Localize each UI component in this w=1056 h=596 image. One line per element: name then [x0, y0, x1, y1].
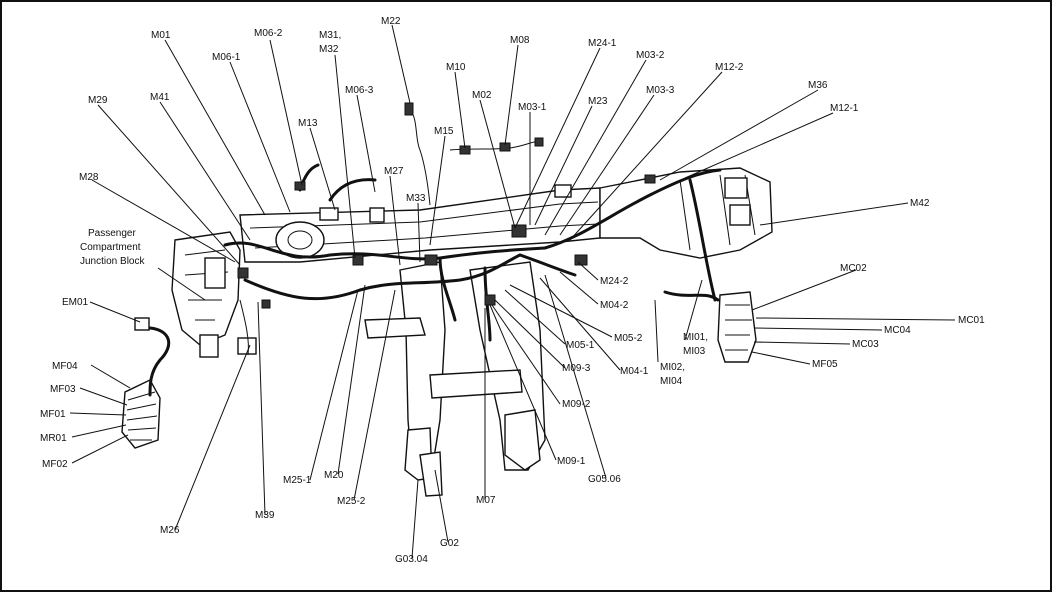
label-pcjb-line2: Compartment	[80, 242, 141, 253]
label-m06-2: M06-2	[254, 28, 283, 39]
label-mr01: MR01	[40, 433, 67, 444]
label-mc04: MC04	[884, 325, 911, 336]
label-mi03: MI03	[683, 346, 706, 357]
label-mi02: MI02,	[660, 362, 685, 373]
leader-lines	[69, 24, 956, 559]
label-mf01: MF01	[40, 409, 66, 420]
label-m42: M42	[910, 198, 930, 209]
label-m23: M23	[588, 96, 608, 107]
label-m24-2: M24-2	[600, 276, 629, 287]
label-mf05: MF05	[812, 359, 838, 370]
label-m12-2: M12-2	[715, 62, 744, 73]
label-pcjb-line1: Passenger	[88, 228, 136, 239]
label-m39: M39	[255, 510, 275, 521]
label-em01: EM01	[62, 297, 89, 308]
label-m26: M26	[160, 525, 180, 536]
label-mi01: MI01,	[683, 332, 708, 343]
label-m10: M10	[446, 62, 466, 73]
label-m12-1: M12-1	[830, 103, 859, 114]
label-mf03: MF03	[50, 384, 76, 395]
label-m07: M07	[476, 495, 496, 506]
label-mf04: MF04	[52, 361, 78, 372]
label-m22: M22	[381, 16, 401, 27]
label-mc02: MC02	[840, 263, 867, 274]
label-g03-04: G03.04	[395, 554, 428, 565]
label-m27: M27	[384, 166, 404, 177]
label-m02: M02	[472, 90, 492, 101]
label-m28: M28	[79, 172, 99, 183]
label-m32: M32	[319, 44, 339, 55]
label-m15: M15	[434, 126, 454, 137]
callout-labels: M01 M06-2 M31, M32 M22 M08 M24-1 M06-1 M…	[40, 16, 985, 565]
label-g05-06: G05.06	[588, 474, 621, 485]
label-m03-1: M03-1	[518, 102, 547, 113]
label-m06-3: M06-3	[345, 85, 374, 96]
label-m36: M36	[808, 80, 828, 91]
label-m09-2: M09-2	[562, 399, 591, 410]
label-mf02: MF02	[42, 459, 68, 470]
label-m25-1: M25-1	[283, 475, 312, 486]
label-g02: G02	[440, 538, 459, 549]
label-m03-2: M03-2	[636, 50, 665, 61]
label-m20: M20	[324, 470, 344, 481]
label-m05-2: M05-2	[614, 333, 643, 344]
label-m33: M33	[406, 193, 426, 204]
label-m25-2: M25-2	[337, 496, 366, 507]
label-m31: M31,	[319, 30, 341, 41]
label-mi04: MI04	[660, 376, 683, 387]
label-m06-1: M06-1	[212, 52, 241, 63]
label-m04-2: M04-2	[600, 300, 629, 311]
label-m24-1: M24-1	[588, 38, 617, 49]
label-m29: M29	[88, 95, 108, 106]
label-m13: M13	[298, 118, 318, 129]
label-m09-3: M09-3	[562, 363, 591, 374]
label-m05-1: M05-1	[566, 340, 595, 351]
label-mc01: MC01	[958, 315, 985, 326]
label-m08: M08	[510, 35, 530, 46]
label-mc03: MC03	[852, 339, 879, 350]
instrument-panel-assembly	[121, 102, 773, 497]
label-m09-1: M09-1	[557, 456, 586, 467]
label-m03-3: M03-3	[646, 85, 675, 96]
label-m41: M41	[150, 92, 170, 103]
label-pcjb-line3: Junction Block	[80, 256, 145, 267]
label-m01: M01	[151, 30, 171, 41]
label-m04-1: M04-1	[620, 366, 649, 377]
